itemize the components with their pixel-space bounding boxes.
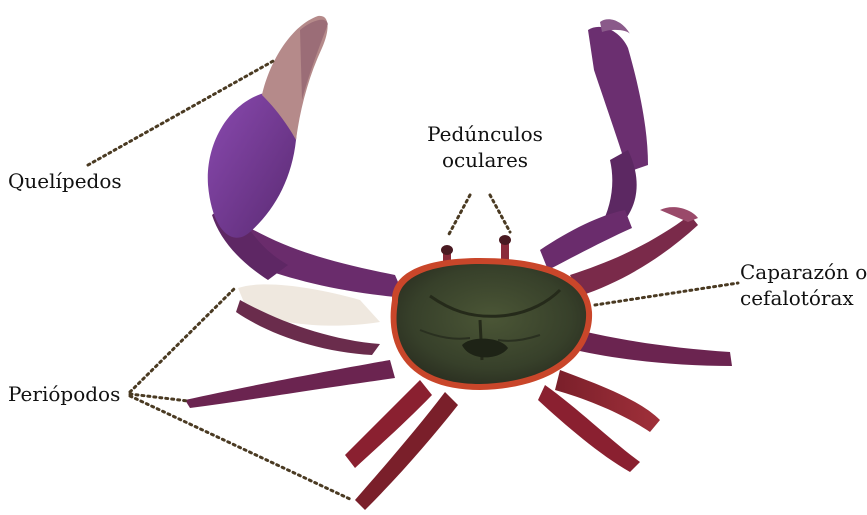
label-quelipedos-text: Quelípedos bbox=[8, 168, 122, 194]
label-periopodos-text: Periópodos bbox=[8, 381, 120, 407]
label-quelipedos: Quelípedos bbox=[8, 168, 122, 194]
label-pedunculos-line2: oculares bbox=[415, 147, 555, 173]
label-periopodos: Periópodos bbox=[8, 381, 120, 407]
leader-periopodos-3 bbox=[130, 396, 352, 500]
leader-periopodos-2 bbox=[130, 394, 188, 401]
label-pedunculos-line1: Pedúnculos bbox=[415, 121, 555, 147]
leader-periopodos-1 bbox=[130, 288, 235, 392]
carapace bbox=[391, 258, 592, 390]
label-pedunculos-oculares: Pedúnculos oculares bbox=[415, 121, 555, 173]
label-caparazon: Caparazón o cefalotórax bbox=[740, 259, 867, 311]
label-caparazon-line2: cefalotórax bbox=[740, 285, 867, 311]
leader-pedunculos-right bbox=[490, 195, 510, 232]
label-caparazon-line1: Caparazón o bbox=[740, 259, 867, 285]
leader-pedunculos-left bbox=[448, 195, 470, 236]
left-cheliped bbox=[208, 16, 405, 298]
right-cheliped bbox=[540, 19, 648, 270]
leader-caparazon bbox=[595, 283, 738, 305]
